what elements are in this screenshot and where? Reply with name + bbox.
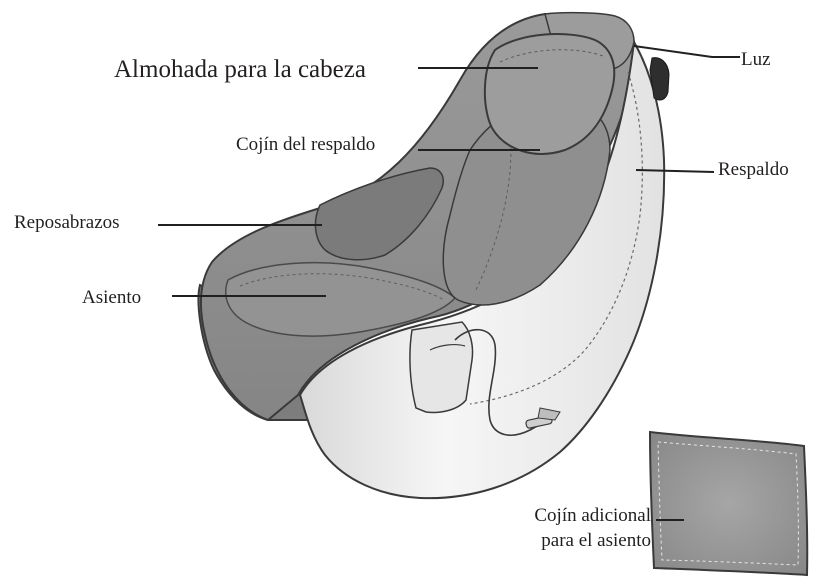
label-extra-cushion-line2: para el asiento: [541, 530, 651, 551]
chair-body: [197, 11, 670, 500]
label-back-cushion: Cojín del respaldo: [236, 134, 376, 155]
additional-cushion: [648, 430, 809, 577]
chair-shell-seam: [469, 71, 643, 405]
leader-backrest: [635, 169, 715, 173]
leader-lines: [158, 45, 740, 521]
pocket-opening: [429, 344, 466, 351]
label-head-pillow: Almohada para la cabeza: [114, 56, 366, 83]
light-module: [649, 57, 670, 101]
side-pocket: [409, 321, 474, 414]
seat-seam: [239, 273, 445, 301]
label-backrest: Respaldo: [718, 159, 789, 180]
chair-foot: [537, 407, 561, 421]
label-light: Luz: [741, 49, 771, 70]
remote-cable: [454, 328, 549, 436]
leader-light: [633, 45, 740, 58]
label-armrest: Reposabrazos: [14, 212, 120, 233]
additional-cushion-pad: [648, 430, 809, 577]
seat-surface: [224, 261, 457, 337]
label-seat: Asiento: [82, 287, 142, 308]
label-extra-cushion-line1: Cojín adicional: [534, 505, 651, 526]
head-pillow: [483, 33, 616, 155]
label-extra-cushion: Cojín adicional para el asiento: [534, 503, 651, 553]
armrest-pad: [314, 167, 444, 261]
back-cushion-seam: [474, 129, 512, 293]
